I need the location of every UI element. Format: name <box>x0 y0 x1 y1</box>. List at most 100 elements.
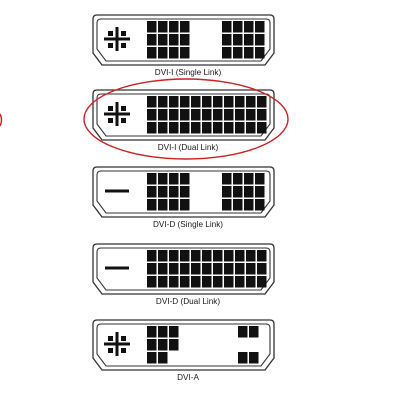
digital-pin <box>213 109 223 121</box>
connector-shell <box>92 319 275 371</box>
digital-pin <box>180 21 190 33</box>
digital-pin <box>147 199 157 211</box>
digital-pin <box>255 34 265 46</box>
analog-pin <box>108 106 113 111</box>
digital-pin <box>244 34 254 46</box>
digital-pin <box>246 122 256 134</box>
digital-pin <box>169 122 179 134</box>
digital-pin <box>213 96 223 108</box>
digital-pin <box>158 96 168 108</box>
connector-caption: DVI-D (Dual Link) <box>156 297 220 306</box>
analog-pin <box>158 326 168 338</box>
digital-pin <box>222 173 232 185</box>
digital-pin <box>244 173 254 185</box>
digital-pin <box>169 173 179 185</box>
analog-pin <box>121 31 126 36</box>
digital-pin <box>191 250 201 262</box>
digital-pin <box>191 276 201 288</box>
digital-pin <box>235 96 245 108</box>
connector-dvi-i-single: DVI-I (Single Link) <box>92 14 275 77</box>
connector-dvi-d-single: DVI-D (Single Link) <box>92 166 275 229</box>
digital-pin <box>202 122 212 134</box>
analog-pin <box>158 339 168 351</box>
digital-pin <box>180 34 190 46</box>
digital-pin <box>147 109 157 121</box>
digital-pin <box>244 47 254 59</box>
digital-pin <box>158 47 168 59</box>
digital-pin <box>235 122 245 134</box>
digital-pin <box>180 199 190 211</box>
digital-pin <box>224 109 234 121</box>
digital-pin <box>158 250 168 262</box>
digital-pin <box>233 21 243 33</box>
digital-pin <box>246 276 256 288</box>
digital-pin <box>235 250 245 262</box>
digital-pin <box>158 109 168 121</box>
digital-pin <box>158 173 168 185</box>
digital-pin <box>147 122 157 134</box>
connector-caption: DVI-D (Single Link) <box>153 220 223 229</box>
connector-inner-outline <box>96 323 271 367</box>
analog-pin <box>108 336 113 341</box>
digital-pin <box>158 263 168 275</box>
digital-pin <box>147 186 157 198</box>
connector-caption: DVI-I (Dual Link) <box>158 143 219 152</box>
digital-pin <box>244 199 254 211</box>
analog-blade-icon <box>115 332 119 356</box>
digital-pin <box>255 186 265 198</box>
digital-pin <box>191 96 201 108</box>
digital-pin <box>257 276 267 288</box>
digital-pin <box>158 122 168 134</box>
digital-pin <box>233 186 243 198</box>
digital-pin <box>235 263 245 275</box>
digital-pin <box>224 96 234 108</box>
digital-pin <box>246 109 256 121</box>
digital-pin <box>180 250 190 262</box>
analog-pin <box>249 326 259 338</box>
digital-pin <box>257 250 267 262</box>
digital-pin <box>147 173 157 185</box>
connector-caption: DVI-A <box>177 373 199 382</box>
analog-pin <box>238 326 248 338</box>
analog-pin <box>147 326 157 338</box>
digital-pin <box>147 47 157 59</box>
digital-pin <box>224 276 234 288</box>
digital-pin <box>246 96 256 108</box>
digital-pin <box>169 276 179 288</box>
analog-pin <box>108 348 113 353</box>
digital-pin <box>255 199 265 211</box>
analog-blade-icon <box>115 102 119 126</box>
digital-pin <box>222 186 232 198</box>
digital-pin <box>180 109 190 121</box>
analog-pin <box>147 352 157 364</box>
digital-pin <box>244 186 254 198</box>
digital-pin <box>255 21 265 33</box>
connector-dvi-i-dual: DVI-I (Dual Link) <box>83 78 289 160</box>
digital-pin <box>235 276 245 288</box>
digital-pin <box>169 186 179 198</box>
digital-pin <box>213 263 223 275</box>
analog-pin <box>121 118 126 123</box>
digital-pin <box>257 109 267 121</box>
digital-pin <box>158 276 168 288</box>
digital-pin <box>202 263 212 275</box>
connector-dvi-a: DVI-A <box>92 319 275 382</box>
digital-pin <box>224 250 234 262</box>
digital-pin <box>255 173 265 185</box>
digital-pin <box>222 21 232 33</box>
digital-pin <box>202 250 212 262</box>
digital-pin <box>244 21 254 33</box>
analog-pin <box>108 31 113 36</box>
digital-pin <box>180 173 190 185</box>
digital-pin <box>235 109 245 121</box>
digital-pin <box>246 250 256 262</box>
digital-pin <box>147 263 157 275</box>
analog-pin <box>108 43 113 48</box>
analog-pin <box>121 43 126 48</box>
digital-pin <box>202 96 212 108</box>
connector-inner-outline <box>96 170 271 214</box>
digital-pin <box>147 21 157 33</box>
digital-pin <box>222 199 232 211</box>
connector-dvi-d-dual: DVI-D (Dual Link) <box>92 243 275 306</box>
